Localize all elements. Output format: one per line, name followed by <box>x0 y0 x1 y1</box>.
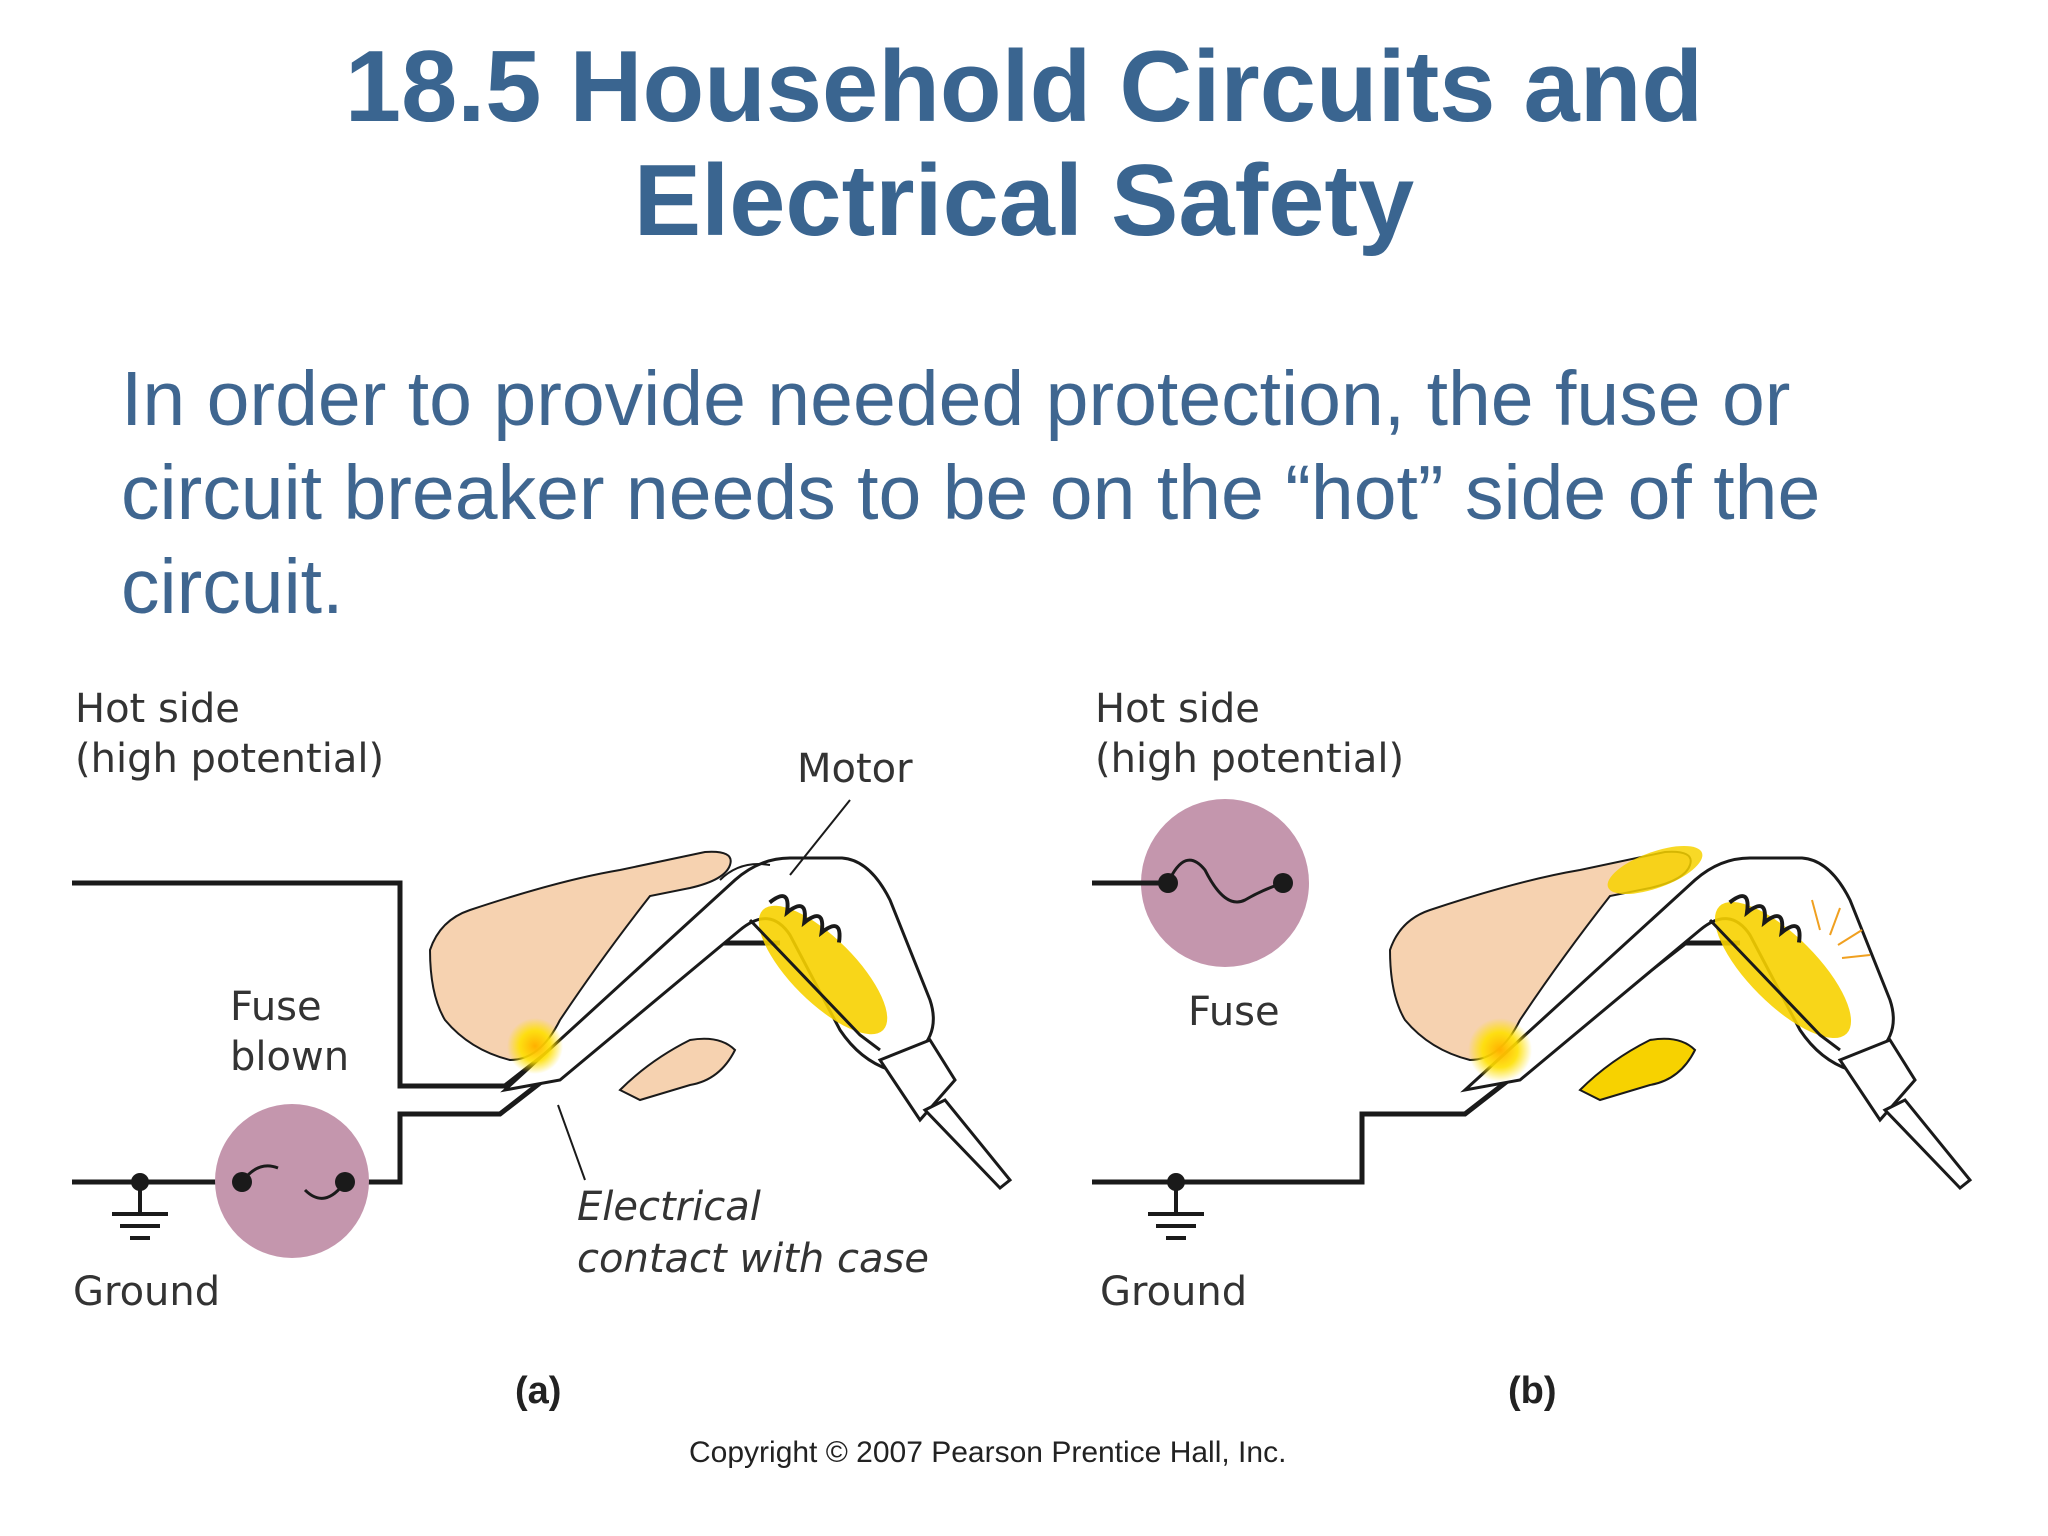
fuse-placement-figure: Hot side (high potential) Motor Fuse blo… <box>72 686 1973 1469</box>
panel-a-ground-symbol <box>112 1173 168 1240</box>
panel-a-ground-label: Ground <box>73 1269 220 1315</box>
panel-b-lower-hand <box>1578 1037 1697 1102</box>
title-line-1: 18.5 Household Circuits and <box>344 31 1704 143</box>
panel-b-fuse-label: Fuse <box>1188 989 1280 1035</box>
panel-a-drill <box>500 799 1013 1191</box>
panel-a-hand <box>428 850 732 1062</box>
panel-b-hot-label-1: Hot side <box>1095 686 1260 732</box>
panel-a-contact-label-1: Electrical <box>577 1184 761 1230</box>
panel-b-drill <box>1460 856 1973 1191</box>
panel-b-ground-label: Ground <box>1100 1269 1247 1315</box>
panel-a-spark-glow <box>507 1018 563 1074</box>
panel-a-fuse-terminal-left <box>232 1172 252 1192</box>
panel-b-fuse-element <box>1166 858 1284 904</box>
panel-b-fuse-terminal-right <box>1273 873 1293 893</box>
panel-b: Hot side (high potential) Fuse Ground <box>1092 686 1973 1412</box>
panel-a-contact-leader <box>557 1104 586 1181</box>
panel-b-ground-symbol <box>1148 1173 1204 1240</box>
panel-a-motor-label: Motor <box>797 746 913 792</box>
panel-a-fuse-label-2: blown <box>230 1034 349 1080</box>
panel-a-contact-label-2: contact with case <box>577 1236 929 1282</box>
panel-b-ground-wire <box>1092 940 1740 1185</box>
panel-a-fuse-terminal-right <box>335 1172 355 1192</box>
panel-a: Hot side (high potential) Motor Fuse blo… <box>72 686 1013 1412</box>
panel-a-motor-leader <box>789 799 851 876</box>
panel-a-caption: (a) <box>515 1370 561 1412</box>
panel-b-spark-glow <box>1468 1018 1532 1082</box>
copyright-notice: Copyright © 2007 Pearson Prentice Hall, … <box>689 1436 1286 1469</box>
slide-title: 18.5 Household Circuits and Electrical S… <box>0 30 2048 258</box>
panel-a-hot-label-2: (high potential) <box>75 736 384 782</box>
panel-b-hand <box>1388 850 1692 1062</box>
panel-b-finger-glow <box>1607 845 1703 895</box>
panel-b-fuse-circle <box>1141 799 1309 967</box>
panel-a-lower-hand <box>618 1037 737 1102</box>
slide-body-text: In order to provide needed protection, t… <box>121 356 1821 630</box>
panel-a-fuse-circle <box>215 1104 369 1258</box>
panel-b-hot-label-2: (high potential) <box>1095 736 1404 782</box>
panel-a-hot-label-1: Hot side <box>75 686 240 732</box>
panel-b-caption: (b) <box>1508 1370 1557 1412</box>
panel-a-fuse-label-1: Fuse <box>230 984 322 1030</box>
title-line-2: Electrical Safety <box>633 145 1415 257</box>
